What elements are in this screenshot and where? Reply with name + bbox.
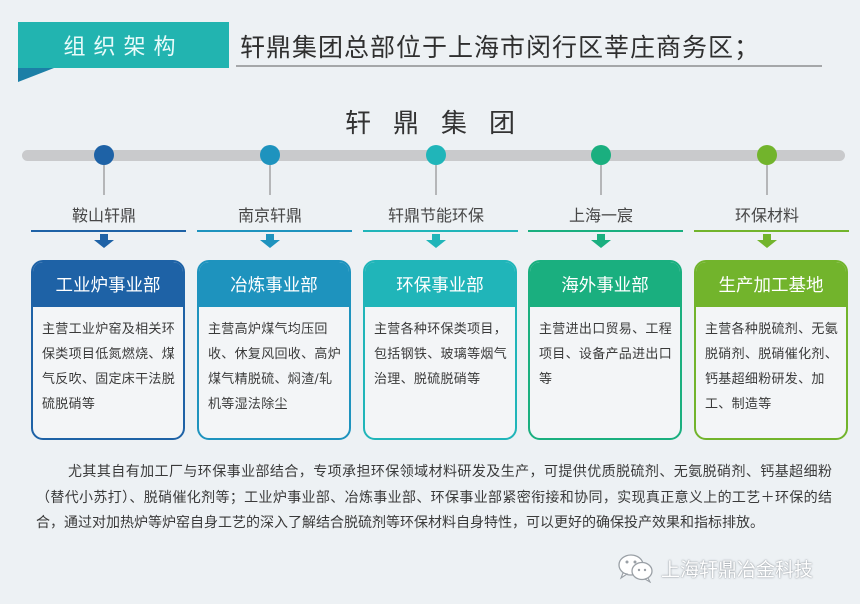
arrow-down-icon-head [260, 240, 280, 248]
department-card: 海外事业部主营进出口贸易、工程项目、设备产品进出口等 [528, 260, 682, 440]
branch-name: 环保材料 [734, 206, 799, 225]
department-title: 冶炼事业部 [199, 262, 349, 307]
timeline-node [94, 145, 114, 165]
arrow-down-icon [763, 234, 771, 240]
connector-line [600, 165, 602, 195]
branch-divider [197, 230, 352, 232]
branch-divider [528, 230, 683, 232]
group-title: 轩鼎集团 [344, 109, 537, 139]
branch-5: 环保材料生产加工基地主营各种脱硫剂、无氨脱硝剂、脱硝催化剂、钙基超细粉研发、加工… [684, 0, 850, 604]
department-card: 环保事业部主营各种环保类项目，包括钢铁、玻璃等烟气治理、脱硫脱硝等 [363, 260, 517, 440]
branch-divider [363, 230, 518, 232]
description-paragraph: 尤其其自有加工厂与环保事业部结合，专项承担环保领域材料研发及生产，可提供优质脱硫… [36, 460, 832, 537]
watermark: 上海轩鼎冶金科技 [617, 553, 813, 583]
timeline-node [426, 145, 446, 165]
arrow-down-icon [266, 234, 274, 240]
timeline-node [260, 145, 280, 165]
department-description: 主营高炉煤气均压回收、休复风回收、高炉煤气精脱硫、焖渣/轧机等湿法除尘 [208, 322, 342, 412]
connector-line [766, 165, 768, 195]
arrow-down-icon [100, 234, 108, 240]
department-description: 主营进出口贸易、工程项目、设备产品进出口等 [539, 322, 673, 387]
description-text: 尤其其自有加工厂与环保事业部结合，专项承担环保领域材料研发及生产，可提供优质脱硫… [36, 464, 832, 531]
department-title: 海外事业部 [530, 262, 680, 307]
branch-name: 轩鼎节能环保 [387, 206, 484, 225]
heading-underline [236, 65, 822, 67]
section-tag-fold [18, 68, 54, 82]
arrow-down-icon [597, 234, 605, 240]
department-title: 生产加工基地 [696, 262, 846, 307]
page-heading: 轩鼎集团总部位于上海市闵行区莘庄商务区； [240, 33, 761, 62]
department-title: 环保事业部 [365, 262, 515, 307]
branch-3: 轩鼎节能环保环保事业部主营各种环保类项目，包括钢铁、玻璃等烟气治理、脱硫脱硝等 [353, 0, 519, 604]
timeline-node [591, 145, 611, 165]
department-card: 工业炉事业部主营工业炉窑及相关环保类项目低氮燃烧、煤气反吹、固定床干法脱硫脱硝等 [31, 260, 185, 440]
branch-1: 鞍山轩鼎工业炉事业部主营工业炉窑及相关环保类项目低氮燃烧、煤气反吹、固定床干法脱… [21, 0, 187, 604]
watermark-text: 上海轩鼎冶金科技 [661, 558, 814, 581]
department-card: 生产加工基地主营各种脱硫剂、无氨脱硝剂、脱硝催化剂、钙基超细粉研发、加工、制造等 [694, 260, 848, 440]
arrow-down-icon-head [426, 240, 446, 248]
section-tag-label: 组织架构 [63, 35, 184, 60]
arrow-down-icon-head [757, 240, 777, 248]
branch-divider [694, 230, 849, 232]
department-description: 主营各种脱硫剂、无氨脱硝剂、脱硝催化剂、钙基超细粉研发、加工、制造等 [705, 322, 839, 412]
arrow-down-icon [432, 234, 440, 240]
wechat-icon [618, 554, 653, 583]
branch-4: 上海一宸海外事业部主营进出口贸易、工程项目、设备产品进出口等 [518, 0, 684, 604]
branch-divider [31, 230, 186, 232]
arrow-down-icon-head [591, 240, 611, 248]
branch-name: 南京轩鼎 [237, 206, 302, 225]
timeline-node [757, 145, 777, 165]
department-description: 主营各种环保类项目，包括钢铁、玻璃等烟气治理、脱硫脱硝等 [374, 322, 508, 387]
branch-name: 上海一宸 [568, 206, 633, 225]
department-card: 冶炼事业部主营高炉煤气均压回收、休复风回收、高炉煤气精脱硫、焖渣/轧机等湿法除尘 [197, 260, 351, 440]
connector-line [435, 165, 437, 195]
connector-line [269, 165, 271, 195]
connector-line [103, 165, 105, 195]
department-description: 主营工业炉窑及相关环保类项目低氮燃烧、煤气反吹、固定床干法脱硫脱硝等 [42, 322, 176, 412]
branch-name: 鞍山轩鼎 [71, 206, 136, 225]
branch-2: 南京轩鼎冶炼事业部主营高炉煤气均压回收、休复风回收、高炉煤气精脱硫、焖渣/轧机等… [187, 0, 353, 604]
department-title: 工业炉事业部 [33, 262, 183, 307]
arrow-down-icon-head [94, 240, 114, 248]
section-tag: 组织架构 [18, 22, 229, 68]
